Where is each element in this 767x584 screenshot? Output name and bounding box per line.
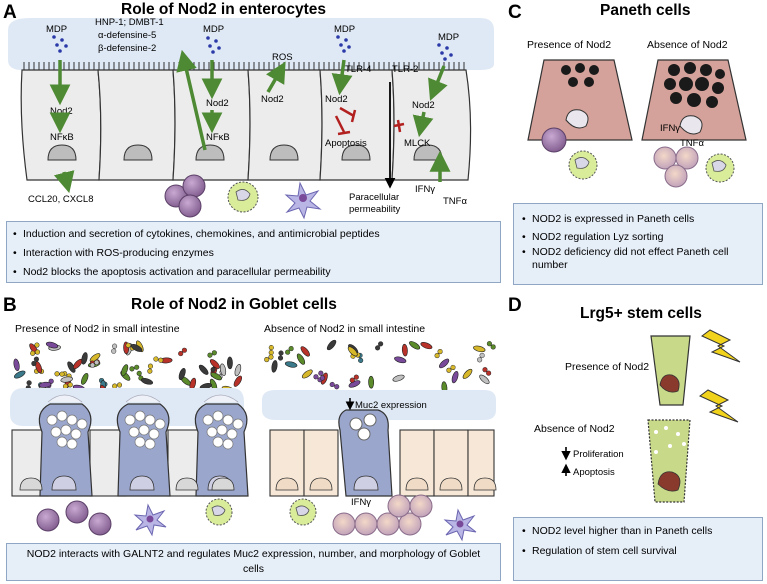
nod2-label-3: Nod2 (261, 94, 284, 105)
microvilli (23, 62, 465, 70)
nfkb-label-2: NFκB (206, 132, 230, 143)
nod2-label-2: Nod2 (206, 98, 229, 109)
apoptosis-label: Apoptosis (325, 138, 367, 149)
panel-b-absence: Absence of Nod2 in small intestine (264, 323, 425, 335)
panel-b-caption: NOD2 interacts with GALNT2 and regulates… (26, 548, 481, 575)
panel-c-absence: Absence of Nod2 (647, 39, 728, 51)
paneth-cell-absence (641, 59, 747, 141)
epithelium-nuclei (19, 477, 497, 491)
panel-c-letter: C (508, 2, 522, 23)
paracellular-label: Paracellular (349, 192, 399, 203)
mdp-label-1: MDP (46, 24, 67, 35)
mlck-label: MLCK (404, 138, 431, 149)
panel-a-bullet: Induction and secretion of cytokines, ch… (13, 225, 494, 244)
apoptosis-label-d: Apoptosis (573, 467, 615, 478)
panel-c-bullet: NOD2 regulation Lyz sorting (522, 228, 754, 246)
panel-d: D Lrg5+ stem cells Presence of Nod2 Abse… (508, 295, 741, 503)
mucus-layer-right (262, 390, 496, 420)
panel-c-bullet: NOD2 deficiency did not effect Paneth ce… (522, 246, 754, 272)
mdp-label-2: MDP (203, 24, 224, 35)
tnfa-label-c: TNFα (680, 138, 704, 149)
panel-c-presence: Presence of Nod2 (527, 39, 611, 51)
nod2-label-1: Nod2 (50, 106, 73, 117)
panel-a-title: Role of Nod2 in enterocytes (121, 1, 326, 18)
stem-cell-presence (650, 335, 691, 406)
immune-cells-b-left (36, 498, 233, 537)
nod2-label-5: Nod2 (412, 100, 435, 111)
panel-c: C Paneth cells Presence of Nod2 Absence … (508, 2, 747, 188)
panel-a: A Role of Nod2 in enterocytes (3, 1, 494, 220)
ccl20-label: CCL20, CXCL8 (28, 194, 93, 205)
bacteria-cluster (13, 339, 496, 404)
lightning-icon (699, 329, 741, 423)
immune-cells-c (541, 127, 735, 188)
panel-d-title: Lrg5+ stem cells (580, 305, 702, 322)
immune-cells-b-right (289, 494, 477, 542)
ifng-label-b: IFNγ (351, 497, 371, 508)
hnp-label: HNP-1; DMBT-1 (95, 17, 164, 28)
immune-cells-a (164, 174, 322, 220)
panel-b-title: Role of Nod2 in Goblet cells (131, 296, 337, 313)
panel-d-letter: D (508, 295, 522, 316)
panel-b-caption-box: NOD2 interacts with GALNT2 and regulates… (6, 543, 501, 581)
nod2-label-4: Nod2 (325, 94, 348, 105)
ifng-label-a: IFNγ (415, 184, 435, 195)
panel-a-bullet: Nod2 blocks the apoptosis activation and… (13, 263, 494, 282)
panel-d-bullet: NOD2 level higher than in Paneth cells (522, 524, 754, 538)
permeability-label: permeability (349, 204, 400, 215)
panel-d-absence: Absence of Nod2 (534, 423, 615, 435)
panel-b-presence: Presence of Nod2 in small intestine (15, 323, 180, 335)
mucus-layer (8, 18, 494, 70)
mdp-label-3: MDP (334, 24, 355, 35)
tlr2-label: TLR-2 (392, 64, 418, 75)
inhibition-marks (334, 106, 405, 136)
panel-b: B Role of Nod2 in Goblet cells Presence … (3, 295, 497, 542)
proliferation-label: Proliferation (573, 449, 624, 460)
panel-d-presence: Presence of Nod2 (565, 361, 649, 373)
goblet-cell-absence (338, 409, 393, 497)
panel-b-letter: B (3, 295, 17, 316)
muc2-label: Muc2 expression (355, 400, 427, 411)
ifng-label-c: IFNγ (660, 123, 680, 134)
panel-d-summary-box: NOD2 level higher than in Paneth cells R… (513, 517, 763, 581)
tlr4-label: TLR-4 (345, 64, 371, 75)
tnfa-label-a: TNFα (443, 196, 467, 207)
ros-label: ROS (272, 52, 293, 63)
mdp-label-4: MDP (438, 32, 459, 43)
mdp-dots (52, 35, 453, 61)
nfkb-label-1: NFκB (50, 132, 74, 143)
panel-d-bullet: Regulation of stem cell survival (522, 544, 754, 558)
panel-c-bullet: NOD2 is expressed in Paneth cells (522, 210, 754, 228)
panel-c-title: Paneth cells (600, 2, 690, 19)
paneth-cell-presence (527, 59, 633, 141)
panel-c-summary-box: NOD2 is expressed in Paneth cells NOD2 r… (513, 203, 763, 285)
panel-a-summary-box: Induction and secretion of cytokines, ch… (6, 221, 501, 283)
stem-cell-absence (647, 419, 691, 503)
epithelium-right (269, 429, 495, 497)
panel-a-bullet: Interaction with ROS-producing enzymes (13, 244, 494, 263)
signal-arrows (49, 49, 451, 194)
alpha-defensin-label: α-defensine-5 (98, 30, 156, 41)
beta-defensin-label: β-defensine-2 (98, 43, 156, 54)
panel-a-letter: A (3, 2, 17, 23)
